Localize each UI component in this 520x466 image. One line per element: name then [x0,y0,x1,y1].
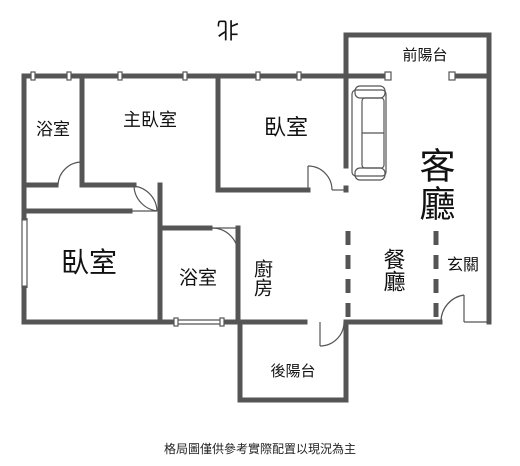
room-label-kitchen: 廚房 [251,258,273,297]
disclaimer-caption: 格局圖僅供參考實際配置以現況為主 [163,442,356,456]
sofa-icon [351,85,387,181]
window-left [21,218,28,288]
room-label-entrance: 玄關 [447,255,479,274]
room-label-back-balcony: 後陽台 [270,362,315,380]
room-label-bath-mid: 浴室 [179,267,217,289]
north-compass-label: 北 [217,16,239,41]
room-label-front-balcony: 前陽台 [402,46,447,64]
doors [57,161,489,347]
room-label-bedroom-left: 臥室 [61,246,117,279]
room-label-living-room: 客廳 [414,147,455,223]
room-label-bedroom-top: 臥室 [264,116,308,141]
window-posts-top [30,71,456,81]
room-label-bath-top: 浴室 [36,120,70,140]
window-bottom [173,317,225,327]
room-label-dining-room: 餐廳 [380,248,406,292]
room-label-master-bedroom: 主臥室 [123,110,177,131]
